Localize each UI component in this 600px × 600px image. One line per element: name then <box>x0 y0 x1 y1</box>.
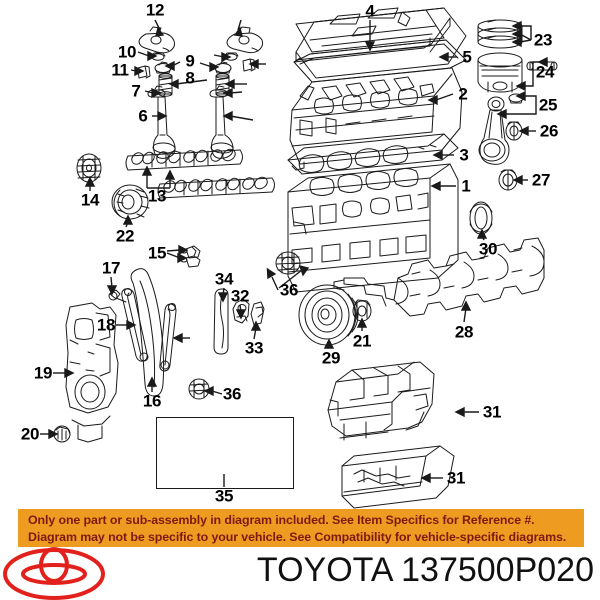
callout-camshaft-timing-gear-assembly: 22 <box>115 226 135 246</box>
callout-oil-pan-upper: 31 <box>482 402 502 422</box>
callout-valve-cover: 4 <box>365 1 375 21</box>
callout-valve-keeper-left: 11 <box>111 60 129 80</box>
callout-valve-spring-retainer-left: 9 <box>185 51 195 71</box>
part-number-text: TOYOTA 137500P020 <box>256 551 594 589</box>
oil-pump-inset-box <box>156 417 294 489</box>
callout-crankshaft-pulley-bolt: 21 <box>352 331 372 351</box>
callout-oil-pump-drive-gear: 36 <box>279 280 299 300</box>
callout-valve-cover-gasket: 5 <box>462 47 472 67</box>
callout-oil-pump-assembly: 35 <box>214 486 234 506</box>
callout-oil-pump-chain: 34 <box>214 269 234 289</box>
callout-chain-damper: 33 <box>244 338 264 358</box>
callout-piston-ring-set: 23 <box>533 30 553 50</box>
callout-crankshaft-rear-oil-seal: 30 <box>478 239 498 259</box>
callout-crankshaft: 28 <box>454 322 474 342</box>
disclaimer-banner: Only one part or sub-assembly in diagram… <box>18 509 584 547</box>
callout-rocker-arm-left: 12 <box>145 0 165 20</box>
callout-camshaft-timing-gear: 14 <box>80 190 100 210</box>
callout-valve-spring-seat-left: 7 <box>131 81 141 101</box>
callout-intake-valve-left: 6 <box>138 106 148 126</box>
disclaimer-line-2: Diagram may not be specific to your vehi… <box>28 530 567 544</box>
disclaimer-line-1: Only one part or sub-assembly in diagram… <box>28 513 535 527</box>
callout-valve-spring-left: 8 <box>185 68 195 88</box>
callout-chain-tensioner: 32 <box>230 286 250 306</box>
callout-camshaft: 13 <box>147 186 167 206</box>
toyota-logo <box>3 547 105 600</box>
callout-cylinder-head: 2 <box>458 84 468 104</box>
callout-piston-and-pin: 24 <box>535 62 555 82</box>
callout-timing-chain-cover: 19 <box>33 363 53 383</box>
callout-engine-cylinder-block: 1 <box>461 176 471 196</box>
callout-connecting-rod-bolt: 26 <box>539 121 559 141</box>
callout-connecting-rod-bearing: 25 <box>538 95 558 115</box>
callout-valve-lash-adjuster-left: 10 <box>117 42 137 62</box>
callout-chain-guide-bolt: 17 <box>101 258 121 278</box>
callout-timing-chain: 16 <box>142 391 162 411</box>
callout-oil-pan-lower: 31 <box>446 468 466 488</box>
callout-head-gasket: 3 <box>459 145 469 165</box>
callout-chain-tensioner-slipper: 15 <box>147 243 167 263</box>
footer: TOYOTA 137500P020 <box>0 547 600 600</box>
callout-timing-chain-guide: 18 <box>96 315 116 335</box>
callout-oil-pump-driven-gear: 36 <box>222 384 242 404</box>
callout-crankshaft-front-seal-plug: 20 <box>20 424 40 444</box>
callout-crankshaft-main-bearing: 27 <box>531 170 551 190</box>
callout-crankshaft-pulley: 29 <box>321 348 341 368</box>
engine-exploded-diagram <box>53 7 558 509</box>
